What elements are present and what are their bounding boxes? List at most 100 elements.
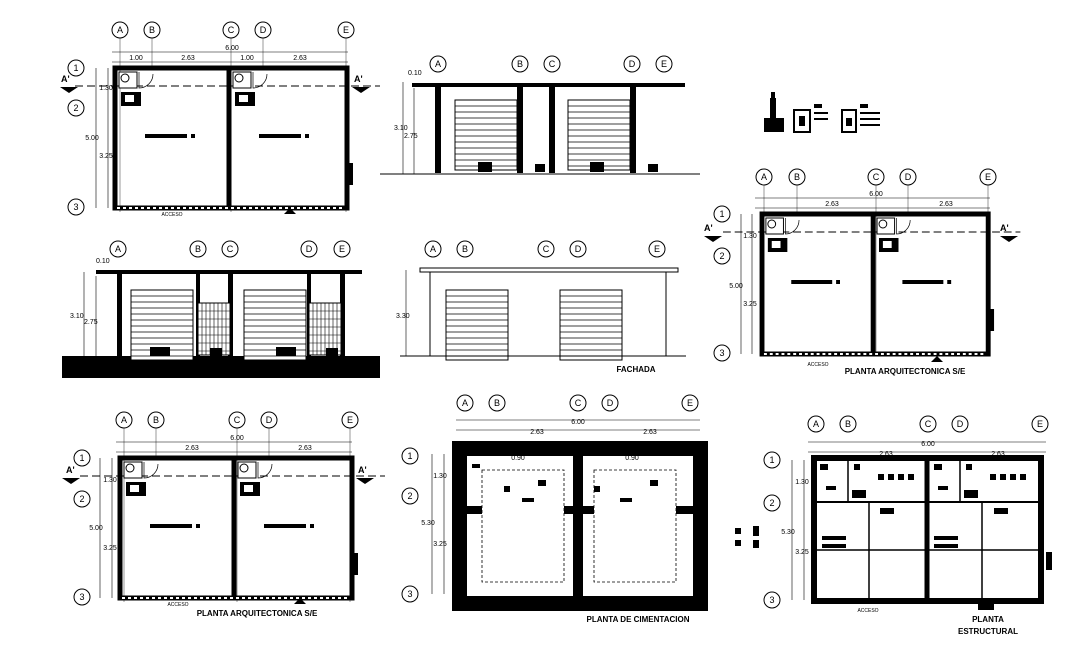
grid-bubble-b: B	[839, 415, 857, 433]
svg-text:A: A	[115, 244, 121, 254]
svg-text:D: D	[629, 59, 636, 69]
svg-text:E: E	[1037, 419, 1043, 429]
svg-text:A: A	[462, 398, 468, 408]
plan-title: PLANTA ARQUITECTONICA S/E	[845, 367, 966, 376]
svg-text:D: D	[607, 398, 614, 408]
svg-text:2: 2	[407, 491, 412, 501]
svg-text:A: A	[761, 172, 767, 182]
dim-row2: 3.25	[103, 545, 117, 552]
dim-depth: 5.30	[781, 529, 795, 536]
grid-bubble-d: D	[951, 415, 969, 433]
svg-text:3: 3	[73, 202, 78, 212]
dim-row2: 3.25	[743, 301, 757, 308]
dim-depth: 5.00	[85, 135, 99, 142]
grid-bubble-b: B	[488, 394, 506, 412]
section-marker: A'	[704, 223, 713, 233]
grid-bubble-1: 1	[401, 447, 419, 465]
grid-bubble-b: B	[143, 21, 161, 39]
grid-bubble-a: A	[424, 240, 442, 258]
foundation-plan: 0.90 0.90 6.00 2.63 2.63 5.30 1.30 3.25 …	[401, 394, 708, 624]
grid-bubble-e: E	[655, 55, 673, 73]
floor-plan-2: 6.00 2.63 2.63 5.00 1.30 3.25 A' A' ACCE…	[704, 168, 1020, 376]
dim-facade-height: 3.30	[396, 313, 410, 320]
svg-text:2: 2	[769, 498, 774, 508]
side-elevation: 0.10 3.10 2.75 A B C D E	[62, 240, 380, 378]
dim-seg: 1.00	[240, 55, 254, 62]
grid-bubble-2: 2	[401, 487, 419, 505]
grid-bubble-a: A	[429, 55, 447, 73]
dim-row1: 1.30	[433, 473, 447, 480]
section-marker: A'	[358, 465, 367, 475]
svg-text:A: A	[813, 419, 819, 429]
svg-text:D: D	[575, 244, 582, 254]
svg-text:E: E	[339, 244, 345, 254]
grid-bubble-b: B	[511, 55, 529, 73]
grid-bubble-c: C	[537, 240, 555, 258]
svg-text:3: 3	[407, 589, 412, 599]
svg-text:B: B	[845, 419, 851, 429]
facade-title: FACHADA	[616, 365, 655, 374]
structural-details	[764, 92, 880, 133]
grid-bubble-c: C	[867, 168, 885, 186]
dim-span-right: 2.63	[298, 445, 312, 452]
svg-text:3: 3	[719, 348, 724, 358]
dim-span-left: 2.63	[185, 445, 199, 452]
svg-text:1: 1	[769, 455, 774, 465]
grid-bubble-e: E	[1031, 415, 1049, 433]
dim-door-height: 2.75	[404, 133, 418, 140]
dim-height: 3.10	[70, 313, 84, 320]
section-view: 0.10 3.10 2.75 A B C D E	[380, 55, 700, 175]
grid-bubble-e: E	[648, 240, 666, 258]
dim-span-right: 2.63	[643, 429, 657, 436]
svg-text:2: 2	[79, 494, 84, 504]
svg-text:1: 1	[407, 451, 412, 461]
grid-bubble-d: D	[300, 240, 318, 258]
section-marker: A'	[61, 74, 70, 84]
svg-text:A: A	[117, 25, 123, 35]
grid-bubble-a: A	[111, 21, 129, 39]
dim-row1: 1.30	[103, 477, 117, 484]
grid-bubble-d: D	[260, 411, 278, 429]
dim-row1: 1.30	[743, 233, 757, 240]
dim-row1: 1.30	[795, 479, 809, 486]
grid-bubble-d: D	[569, 240, 587, 258]
svg-text:1: 1	[73, 63, 78, 73]
dim-depth: 5.30	[421, 520, 435, 527]
dim-span-left: 2.63	[181, 55, 195, 62]
dim-beam-span: 0.90	[625, 455, 639, 462]
access-label: ACCESO	[807, 362, 828, 368]
dim-span-left: 2.63	[530, 429, 544, 436]
svg-text:D: D	[905, 172, 912, 182]
grid-bubble-2: 2	[67, 99, 85, 117]
grid-bubble-3: 3	[713, 344, 731, 362]
grid-bubble-c: C	[919, 415, 937, 433]
svg-text:B: B	[149, 25, 155, 35]
grid-bubble-c: C	[569, 394, 587, 412]
foundation-title: PLANTA DE CIMENTACION	[587, 615, 690, 624]
dim-total-width: 6.00	[869, 191, 883, 198]
grid-bubble-d: D	[899, 168, 917, 186]
dim-depth: 5.00	[89, 525, 103, 532]
svg-text:C: C	[228, 25, 235, 35]
grid-bubble-e: E	[979, 168, 997, 186]
svg-text:C: C	[227, 244, 234, 254]
facade-elevation: 3.30 FACHADA A B C D E	[396, 240, 686, 374]
grid-bubble-e: E	[341, 411, 359, 429]
svg-text:3: 3	[79, 592, 84, 602]
structural-title-2: ESTRUCTURAL	[958, 627, 1018, 636]
access-label: ACCESO	[167, 602, 188, 608]
svg-text:A: A	[121, 415, 127, 425]
grid-bubble-a: A	[755, 168, 773, 186]
dim-row1: 1.30	[99, 85, 113, 92]
dim-parapet: 0.10	[96, 258, 110, 265]
dim-row2: 3.25	[99, 153, 113, 160]
grid-bubble-c: C	[228, 411, 246, 429]
grid-bubble-a: A	[807, 415, 825, 433]
access-label: ACCESO	[857, 608, 878, 614]
structural-plan: 6.00 2.63 2.63 5.30 1.30 3.25 ACCESO PLA…	[763, 415, 1052, 636]
grid-bubble-c: C	[221, 240, 239, 258]
svg-text:B: B	[494, 398, 500, 408]
grid-bubble-a: A	[109, 240, 127, 258]
svg-text:B: B	[462, 244, 468, 254]
grid-bubble-3: 3	[73, 588, 91, 606]
